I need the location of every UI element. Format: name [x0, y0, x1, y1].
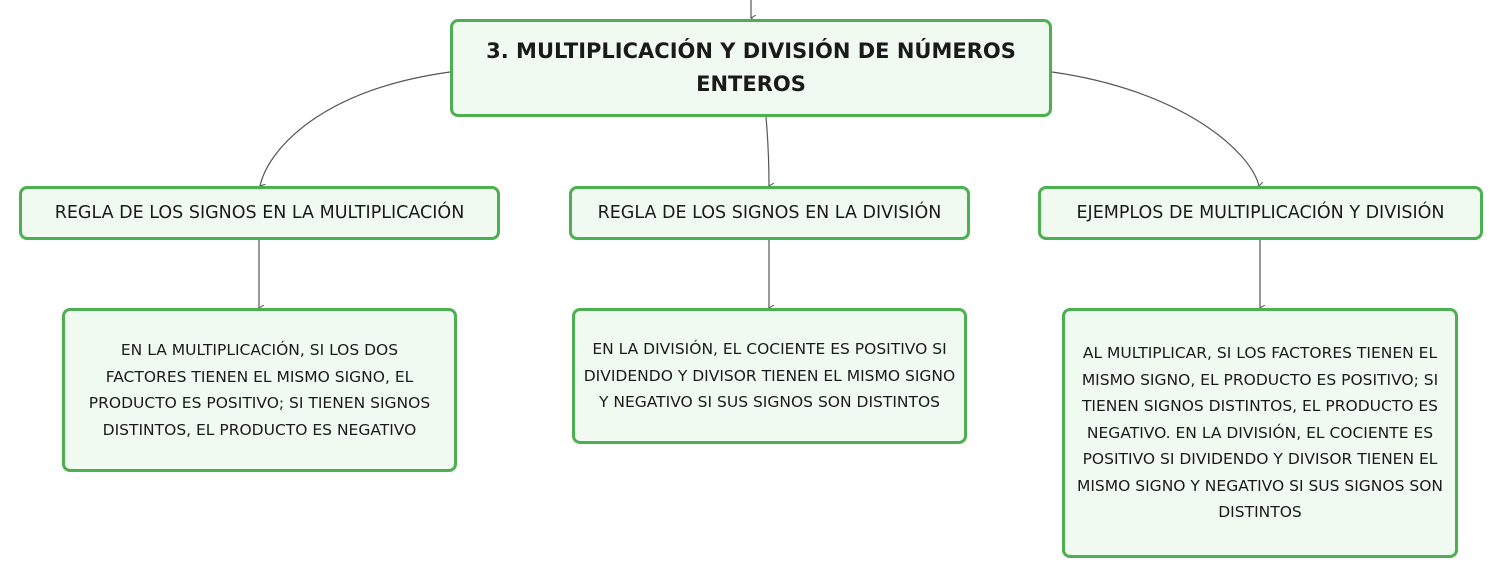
connector-root-to-division: [765, 116, 769, 186]
detail-multiplication-rule[interactable]: EN LA MULTIPLICACIÓN, SI LOS DOS FACTORE…: [62, 308, 457, 472]
branch-label: REGLA DE LOS SIGNOS EN LA DIVISIÓN: [597, 203, 942, 223]
root-topic[interactable]: 3. MULTIPLICACIÓN Y DIVISIÓN DE NÚMEROS …: [450, 19, 1052, 117]
connector-root-to-multiplication: [260, 71, 451, 186]
branch-label: REGLA DE LOS SIGNOS EN LA MULTIPLICACIÓN: [54, 203, 465, 223]
detail-text: AL MULTIPLICAR, SI LOS FACTORES TIENEN E…: [1076, 344, 1444, 522]
branch-examples[interactable]: EJEMPLOS DE MULTIPLICACIÓN Y DIVISIÓN: [1038, 186, 1483, 240]
detail-text: EN LA MULTIPLICACIÓN, SI LOS DOS FACTORE…: [88, 341, 431, 439]
branch-division-rule[interactable]: REGLA DE LOS SIGNOS EN LA DIVISIÓN: [569, 186, 970, 240]
detail-examples[interactable]: AL MULTIPLICAR, SI LOS FACTORES TIENEN E…: [1062, 308, 1458, 558]
branch-multiplication-rule[interactable]: REGLA DE LOS SIGNOS EN LA MULTIPLICACIÓN: [19, 186, 500, 240]
branch-label: EJEMPLOS DE MULTIPLICACIÓN Y DIVISIÓN: [1076, 203, 1445, 223]
detail-division-rule[interactable]: EN LA DIVISIÓN, EL COCIENTE ES POSITIVO …: [572, 308, 967, 444]
detail-text: EN LA DIVISIÓN, EL COCIENTE ES POSITIVO …: [583, 340, 956, 412]
connector-root-to-examples: [1051, 71, 1259, 186]
root-topic-title: 3. MULTIPLICACIÓN Y DIVISIÓN DE NÚMEROS …: [486, 39, 1016, 96]
